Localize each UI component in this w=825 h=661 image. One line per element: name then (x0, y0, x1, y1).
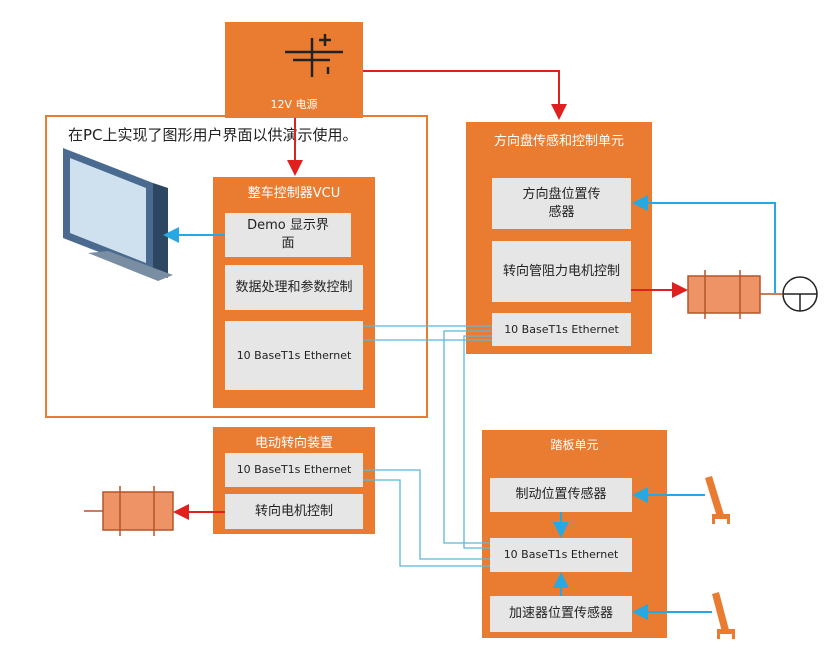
vcu-demo: Demo 显示界面 (225, 213, 351, 257)
eps-motor-control: 转向电机控制 (225, 494, 363, 529)
pedal-title: 踏板单元 (550, 438, 599, 452)
eps-ethernet: 10 BaseT1s Ethernet (225, 453, 363, 487)
vcu-title: 整车控制器VCU (247, 186, 341, 201)
steering-wheel-icon (782, 276, 818, 312)
power-supply: 12V 电源 (225, 22, 363, 118)
brake-pedal-icon (705, 476, 730, 524)
accelerator-sensor: 加速器位置传感器 (490, 596, 632, 632)
vcu-data: 数据处理和参数控制 (225, 265, 363, 310)
power-label: 12V 电源 (270, 98, 318, 111)
steer-motor-icon (687, 270, 782, 319)
eps-title: 电动转向装置 (254, 436, 333, 451)
pedal-unit: 踏板单元 制动位置传感器 10 BaseT1s Ethernet 加速器位置传感… (482, 430, 667, 638)
accel-pedal-icon (712, 592, 735, 639)
power-line-steering (363, 70, 567, 120)
pedal-ethernet: 10 BaseT1s Ethernet (490, 538, 632, 572)
brake-sensor: 制动位置传感器 (490, 478, 632, 512)
battery-icon (285, 34, 343, 77)
vcu-ethernet: 10 BaseT1s Ethernet (225, 321, 363, 390)
pc-note: 在PC上实现了图形用户界面以供演示使用。 (68, 126, 358, 144)
eps-motor-icon (84, 486, 174, 536)
steering-position-sensor: 方向盘位置传感器 (492, 178, 631, 229)
steering-ethernet: 10 BaseT1s Ethernet (492, 313, 631, 346)
steering-unit: 方向盘传感和控制单元 方向盘位置传感器 转向管阻力电机控制 10 BaseT1s… (466, 122, 652, 354)
steering-title: 方向盘传感和控制单元 (493, 134, 624, 149)
monitor-icon (58, 143, 173, 283)
steering-resistance-motor: 转向管阻力电机控制 (492, 241, 631, 302)
wheel-to-sensor (632, 195, 776, 293)
eps-box: 电动转向装置 10 BaseT1s Ethernet 转向电机控制 (213, 427, 375, 534)
vcu-box: 整车控制器VCU Demo 显示界面 数据处理和参数控制 10 BaseT1s … (213, 177, 375, 408)
